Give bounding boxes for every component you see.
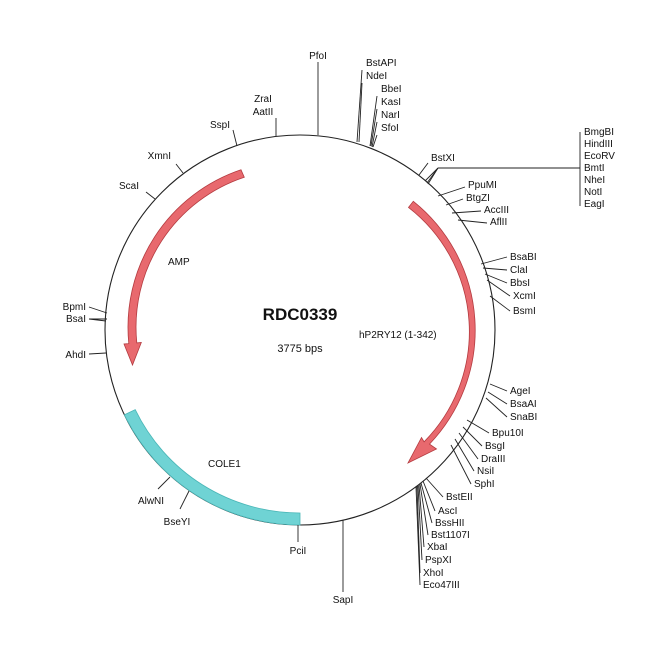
site-label-eco47iii: Eco47III	[423, 580, 460, 591]
site-alwni[interactable]: AlwNI	[138, 476, 171, 507]
site-label-sphi: SphI	[474, 479, 495, 490]
site-label-alwni: AlwNI	[138, 496, 164, 507]
site-cluster-bpmi[interactable]: BpmI BsaI	[63, 302, 108, 325]
insert-feature[interactable]	[407, 200, 476, 464]
amp-feature[interactable]	[123, 169, 245, 367]
site-label-asci: AscI	[438, 506, 457, 517]
site-cluster-agei[interactable]: AgeI BsaAI SnaBI	[485, 383, 537, 423]
site-label-xbai: XbaI	[427, 542, 448, 553]
site-cluster-bsabi[interactable]: BsaBI ClaI BbsI XcmI BsmI	[480, 252, 537, 317]
site-label-draiii: DraIII	[481, 454, 505, 465]
site-xmni[interactable]: XmnI	[148, 151, 184, 174]
site-bseyi[interactable]: BseYI	[164, 490, 191, 528]
site-sapi[interactable]: SapI	[333, 520, 354, 606]
site-label-xhoi: XhoI	[423, 568, 444, 579]
site-pfoi[interactable]: PfoI	[309, 51, 327, 135]
site-label-ndei: NdeI	[366, 71, 387, 82]
site-label-bst1107i: Bst1107I	[431, 530, 470, 541]
site-label-kasi: KasI	[381, 97, 401, 108]
site-cluster-bstapi[interactable]: BstAPI NdeI BbeI KasI NarI SfoI	[356, 58, 402, 148]
cole1-label: COLE1	[208, 459, 241, 470]
site-label-btgzi: BtgZI	[466, 193, 490, 204]
site-label-agei: AgeI	[510, 386, 531, 397]
site-label-sfoi: SfoI	[381, 123, 399, 134]
site-label-bsai: BsaI	[66, 314, 86, 325]
site-label-nsii: NsiI	[477, 466, 494, 477]
site-label-nari: NarI	[381, 110, 400, 121]
site-label-pcii: PciI	[290, 546, 307, 557]
plasmid-name: RDC0339	[263, 305, 338, 324]
site-cluster-bsteii[interactable]: BstEII AscI BssHII Bst1107I XbaI PspXI X…	[415, 477, 473, 591]
site-pcii[interactable]: PciI	[290, 525, 307, 557]
site-label-zrai: ZraI	[254, 94, 272, 105]
site-label-bsaai: BsaAI	[510, 399, 537, 410]
site-label-bmti: BmtI	[584, 163, 605, 174]
site-label-acciii: AccIII	[484, 205, 509, 216]
site-cluster-ppumi[interactable]: PpuMI BtgZI AccIII AflII	[437, 180, 509, 228]
site-ahdi[interactable]: AhdI	[65, 350, 107, 361]
site-label-nhei: NheI	[584, 175, 605, 186]
site-label: PfoI	[309, 51, 327, 62]
site-label-bsabi: BsaBI	[510, 252, 537, 263]
site-cluster-zrai[interactable]: ZraI AatII	[253, 94, 277, 136]
site-cluster-mcs[interactable]: BmgBI HindIII EcoRV BmtI NheI NotI EagI	[424, 127, 615, 210]
site-label-aflii: AflII	[490, 217, 507, 228]
site-sspi[interactable]: SspI	[210, 120, 238, 147]
site-label-bmgbi: BmgBI	[584, 127, 614, 138]
site-label-bsgi: BsgI	[485, 441, 505, 452]
plasmid-length: 3775 bps	[277, 343, 323, 355]
site-label-bbsi: BbsI	[510, 278, 530, 289]
site-label-eagi: EagI	[584, 199, 605, 210]
site-label-sspi: SspI	[210, 120, 230, 131]
site-label-ppumi: PpuMI	[468, 180, 497, 191]
site-label-ahdi: AhdI	[65, 350, 86, 361]
site-label-xmni: XmnI	[148, 151, 171, 162]
site-label-bstapi: BstAPI	[366, 58, 397, 69]
insert-label: hP2RY12 (1-342)	[359, 330, 437, 341]
site-label-bpu10i: Bpu10I	[492, 428, 524, 439]
site-label-xcmi: XcmI	[513, 291, 536, 302]
site-label-sapi: SapI	[333, 595, 354, 606]
site-label-bsmi: BsmI	[513, 306, 536, 317]
site-label-scai: ScaI	[119, 181, 139, 192]
site-bstxi[interactable]: BstXI	[418, 153, 455, 176]
site-label-bbei: BbeI	[381, 84, 402, 95]
site-cluster-bpu10i[interactable]: Bpu10I BsgI DraIII NsiI SphI	[450, 419, 524, 490]
site-label-bseyi: BseYI	[164, 517, 191, 528]
amp-label: AMP	[168, 257, 190, 268]
site-label-noti: NotI	[584, 187, 602, 198]
site-label-bstxi: BstXI	[431, 153, 455, 164]
site-label-pspxi: PspXI	[425, 555, 452, 566]
cole1-feature[interactable]	[123, 409, 301, 526]
site-scai[interactable]: ScaI	[119, 181, 156, 200]
site-label-bsteii: BstEII	[446, 492, 473, 503]
site-label-hindiii: HindIII	[584, 139, 613, 150]
site-label-ecorv: EcoRV	[584, 151, 615, 162]
site-label-bsshii: BssHII	[435, 518, 464, 529]
site-label-bpmi: BpmI	[63, 302, 86, 313]
site-label-clai: ClaI	[510, 265, 528, 276]
site-label-aatii: AatII	[253, 107, 274, 118]
site-label-snabi: SnaBI	[510, 412, 537, 423]
